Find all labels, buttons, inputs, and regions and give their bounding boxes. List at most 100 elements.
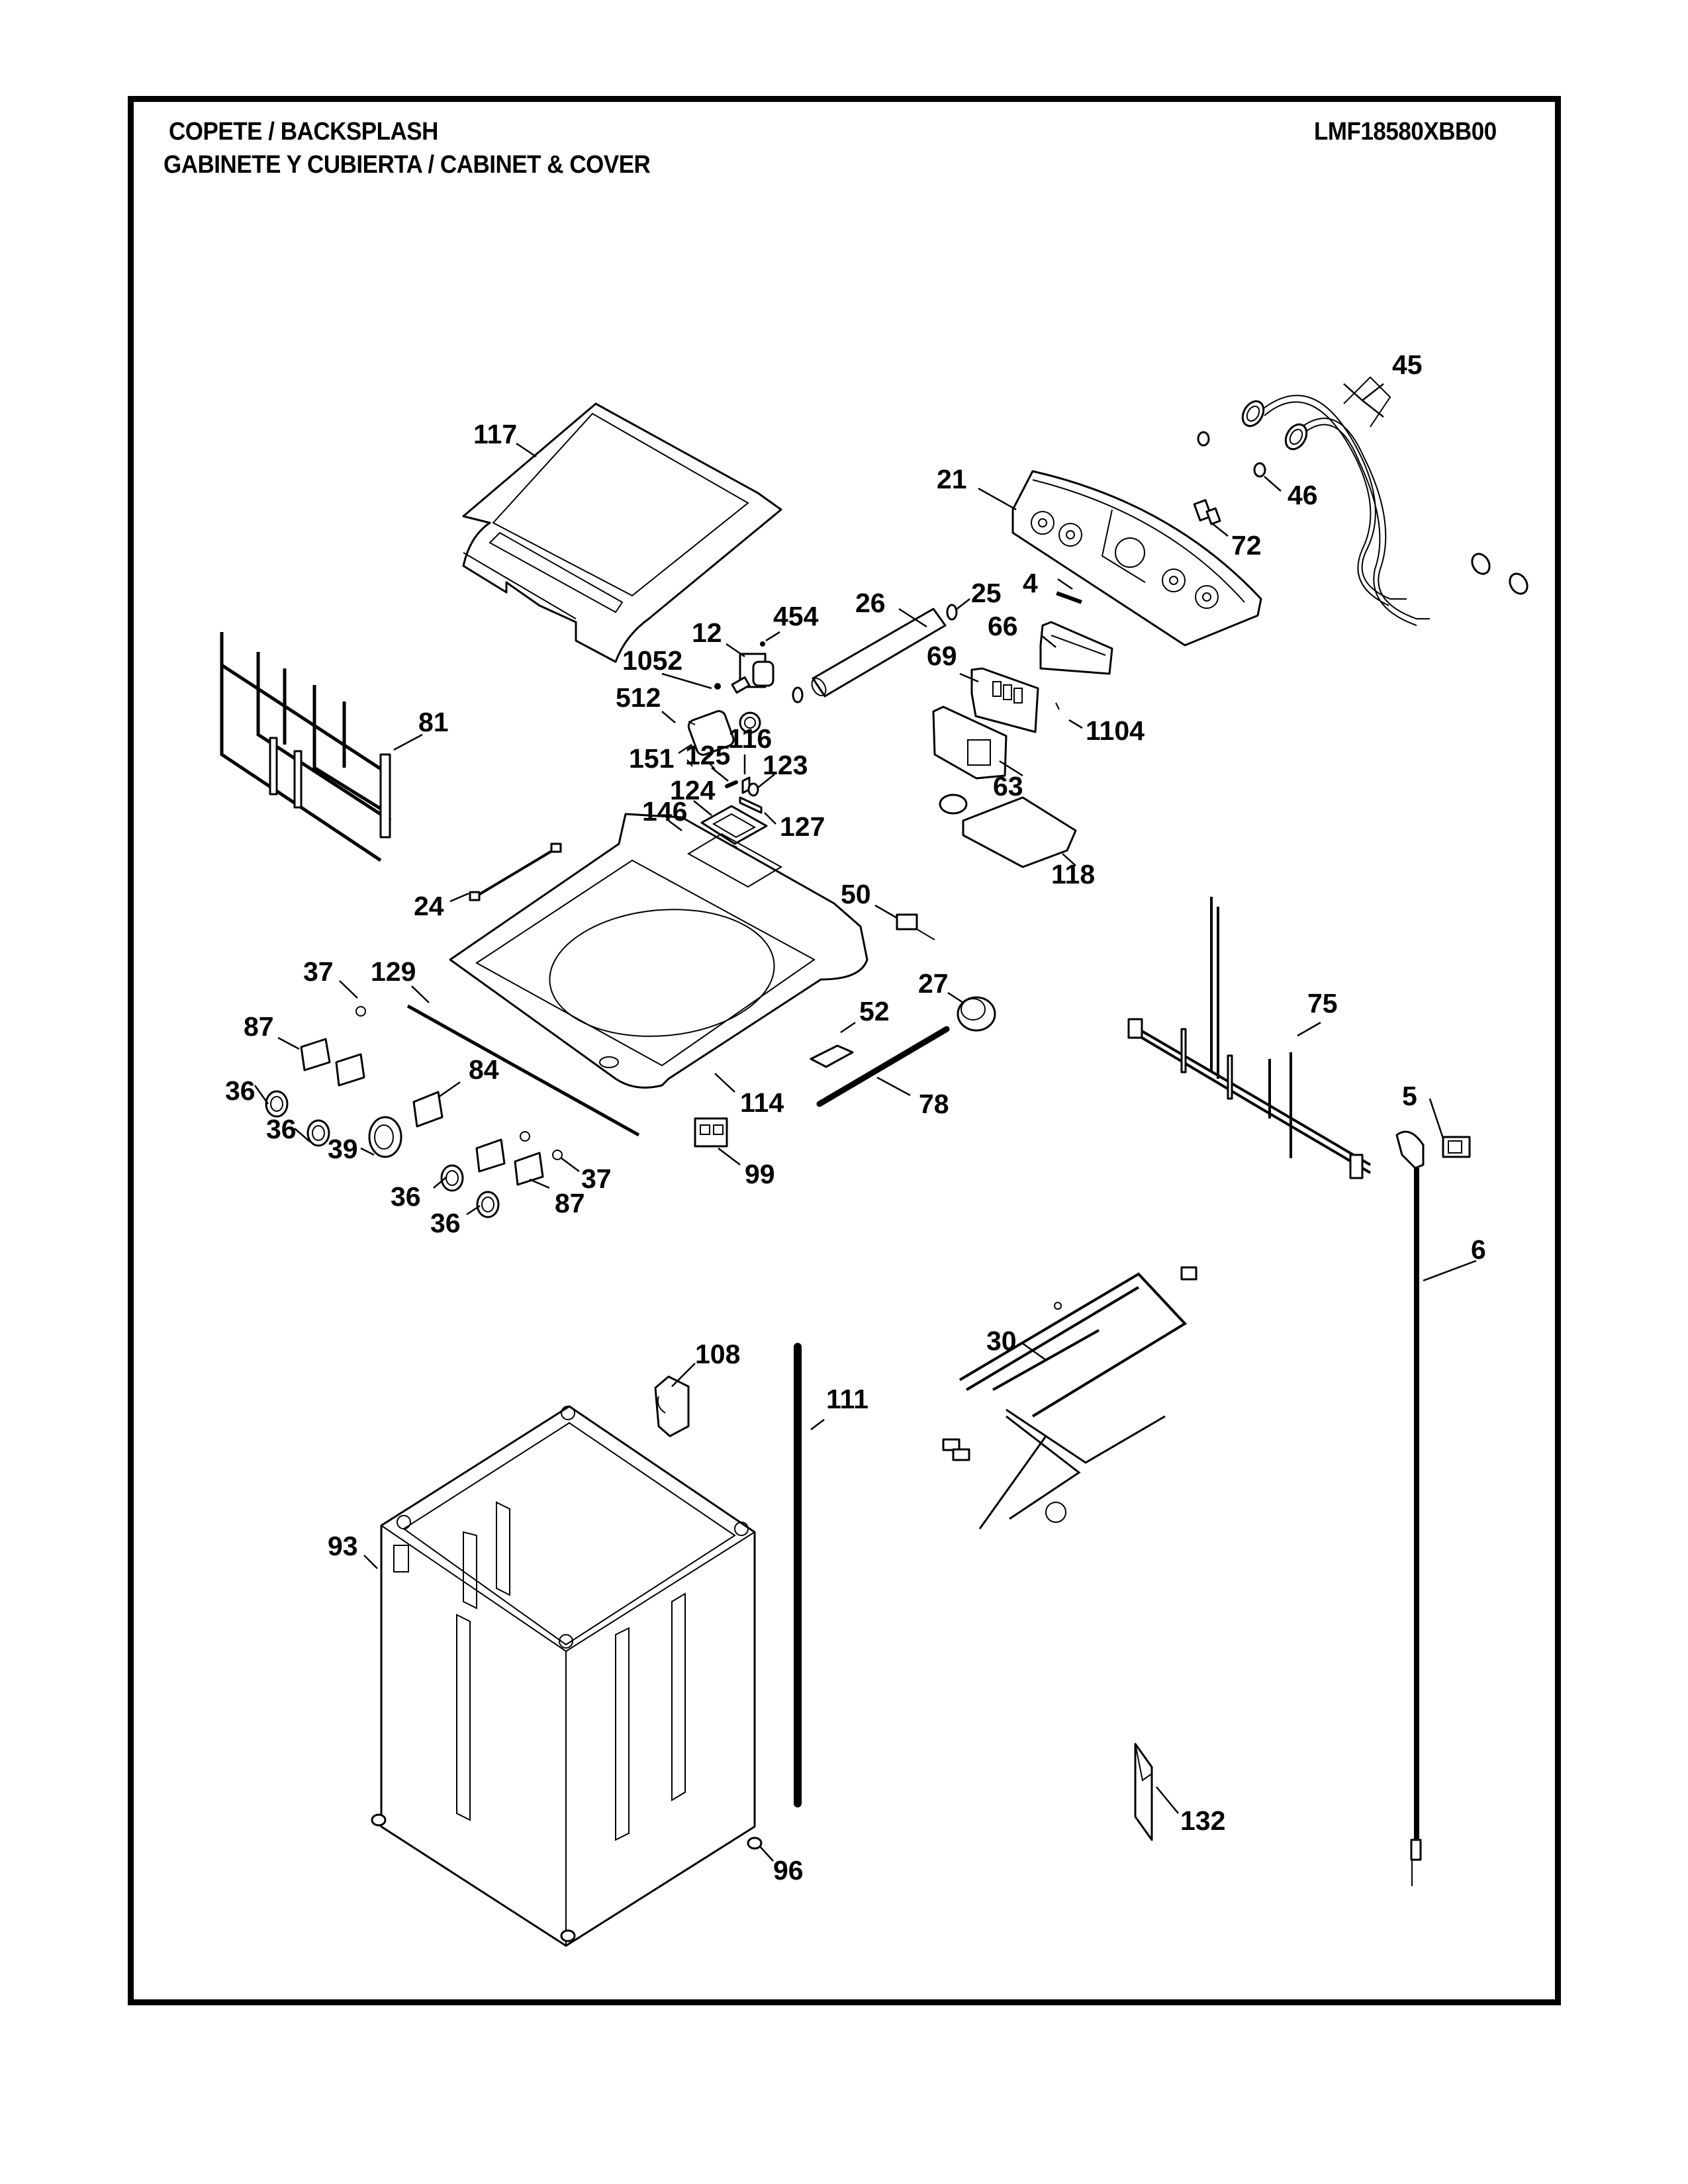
part-screw-454[interactable] bbox=[760, 641, 765, 647]
callout-39[interactable]: 39 bbox=[328, 1134, 375, 1164]
part-screw-512[interactable] bbox=[686, 721, 716, 770]
callout-127[interactable]: 127 bbox=[764, 811, 825, 842]
part-clip-37[interactable] bbox=[355, 1006, 563, 1160]
callout-26[interactable]: 26 bbox=[855, 588, 927, 628]
callout-81[interactable]: 81 bbox=[393, 707, 449, 751]
callout-27[interactable]: 27 bbox=[918, 968, 964, 1004]
part-top-cover[interactable] bbox=[449, 813, 868, 1089]
callout-36a[interactable]: 36 bbox=[225, 1075, 269, 1106]
callout-30[interactable]: 30 bbox=[986, 1326, 1047, 1361]
callout-151[interactable]: 151 bbox=[629, 743, 692, 774]
part-hose-washer[interactable] bbox=[1197, 431, 1266, 478]
callout-37b[interactable]: 37 bbox=[561, 1157, 612, 1194]
part-leveling-leg[interactable] bbox=[371, 1813, 763, 1942]
callout-146[interactable]: 146 bbox=[642, 796, 687, 831]
callout-52[interactable]: 52 bbox=[840, 996, 890, 1034]
part-hose-clamp[interactable] bbox=[792, 604, 958, 704]
part-screw-1104[interactable] bbox=[1055, 702, 1060, 710]
callout-512[interactable]: 512 bbox=[616, 682, 676, 723]
part-knob-36[interactable] bbox=[265, 1090, 500, 1218]
part-power-cord[interactable] bbox=[1395, 1130, 1425, 1886]
part-strain-relief[interactable] bbox=[1442, 1136, 1471, 1158]
callout-125[interactable]: 125 bbox=[685, 740, 730, 782]
part-console-connector[interactable] bbox=[1193, 499, 1221, 525]
part-bracket-52[interactable] bbox=[810, 1044, 854, 1068]
callout-111[interactable]: 111 bbox=[810, 1384, 868, 1430]
callout-454[interactable]: 454 bbox=[765, 601, 819, 642]
part-switch-87b[interactable] bbox=[475, 1138, 544, 1186]
callout-37a[interactable]: 37 bbox=[303, 956, 358, 999]
part-inlet-hoses[interactable] bbox=[1239, 376, 1531, 626]
callout-75[interactable]: 75 bbox=[1297, 988, 1338, 1037]
callout-116[interactable]: 116 bbox=[728, 723, 772, 774]
callout-69[interactable]: 69 bbox=[927, 641, 979, 683]
part-clamp-1052[interactable] bbox=[714, 683, 721, 690]
callout-1104[interactable]: 1104 bbox=[1068, 715, 1145, 746]
part-knob-39[interactable] bbox=[368, 1116, 402, 1158]
part-hose-tube[interactable] bbox=[809, 608, 947, 698]
callout-93[interactable]: 93 bbox=[328, 1531, 378, 1569]
callout-96[interactable]: 96 bbox=[759, 1846, 804, 1886]
leader-line bbox=[759, 1846, 774, 1862]
callout-87b[interactable]: 87 bbox=[529, 1178, 585, 1218]
part-lid[interactable] bbox=[462, 402, 782, 663]
callout-45[interactable]: 45 bbox=[1343, 349, 1423, 418]
callout-124[interactable]: 124 bbox=[670, 775, 716, 816]
part-corner-bracket[interactable] bbox=[654, 1375, 690, 1437]
callout-129[interactable]: 129 bbox=[371, 956, 430, 1003]
callout-84[interactable]: 84 bbox=[438, 1054, 499, 1099]
part-gasket[interactable] bbox=[406, 1004, 640, 1137]
callout-114[interactable]: 114 bbox=[714, 1073, 784, 1118]
part-pin-125[interactable] bbox=[725, 780, 738, 788]
part-motor-board[interactable] bbox=[939, 794, 1077, 868]
callout-66[interactable]: 66 bbox=[988, 611, 1056, 648]
part-badge[interactable] bbox=[1056, 591, 1082, 604]
part-switch-87a[interactable] bbox=[300, 1038, 365, 1087]
leader-line bbox=[466, 1205, 481, 1216]
part-switch-84[interactable] bbox=[412, 1091, 444, 1128]
part-backsplash-console[interactable] bbox=[1011, 470, 1262, 647]
callout-87a[interactable]: 87 bbox=[244, 1011, 300, 1050]
callout-118[interactable]: 118 bbox=[1051, 853, 1095, 889]
callout-5[interactable]: 5 bbox=[1402, 1081, 1444, 1139]
part-dispenser[interactable] bbox=[700, 805, 768, 845]
callout-25[interactable]: 25 bbox=[955, 578, 1002, 611]
callout-36c[interactable]: 36 bbox=[391, 1176, 447, 1212]
callout-36d[interactable]: 36 bbox=[430, 1205, 481, 1238]
part-clip-123[interactable] bbox=[747, 782, 759, 797]
callout-63[interactable]: 63 bbox=[993, 760, 1023, 801]
callout-117[interactable]: 117 bbox=[473, 419, 537, 458]
part-pressure-switch[interactable] bbox=[957, 996, 996, 1032]
part-inlet-valve[interactable] bbox=[731, 653, 774, 694]
part-terminal-block[interactable] bbox=[694, 1117, 728, 1148]
part-literature[interactable] bbox=[1134, 1743, 1153, 1841]
callout-21[interactable]: 21 bbox=[937, 464, 1017, 511]
part-pressure-hose[interactable] bbox=[816, 1026, 950, 1107]
callout-12[interactable]: 12 bbox=[692, 617, 745, 658]
part-wire-harness-lower[interactable] bbox=[942, 1266, 1197, 1529]
callout-36b[interactable]: 36 bbox=[266, 1114, 310, 1144]
part-hinge-127[interactable] bbox=[739, 796, 763, 814]
part-control-board[interactable] bbox=[970, 667, 1039, 733]
callout-50[interactable]: 50 bbox=[841, 879, 898, 919]
callout-78[interactable]: 78 bbox=[876, 1076, 949, 1119]
part-bracket-66[interactable] bbox=[1039, 621, 1113, 675]
callout-46[interactable]: 46 bbox=[1264, 476, 1318, 510]
callout-6[interactable]: 6 bbox=[1423, 1234, 1486, 1282]
callout-123[interactable]: 123 bbox=[757, 750, 808, 788]
part-water-valve[interactable] bbox=[687, 709, 761, 757]
callout-layer: 45 117 21 46 72 26 25 4 12 454 66 1052 6… bbox=[225, 349, 1486, 1886]
part-lid-switch[interactable] bbox=[896, 913, 935, 940]
part-wire-harness-console[interactable] bbox=[220, 632, 392, 862]
part-wire-harness-main[interactable] bbox=[1127, 897, 1372, 1179]
callout-4[interactable]: 4 bbox=[1023, 568, 1073, 598]
part-wire-jumper[interactable] bbox=[469, 842, 562, 901]
callout-72[interactable]: 72 bbox=[1211, 522, 1262, 561]
callout-132[interactable]: 132 bbox=[1156, 1786, 1225, 1836]
callout-24[interactable]: 24 bbox=[414, 891, 469, 921]
part-board-cover[interactable] bbox=[932, 705, 1008, 780]
callout-1052[interactable]: 1052 bbox=[622, 645, 712, 690]
callout-99[interactable]: 99 bbox=[718, 1148, 775, 1189]
part-cabinet[interactable] bbox=[380, 1405, 756, 1947]
callout-108[interactable]: 108 bbox=[671, 1339, 740, 1387]
